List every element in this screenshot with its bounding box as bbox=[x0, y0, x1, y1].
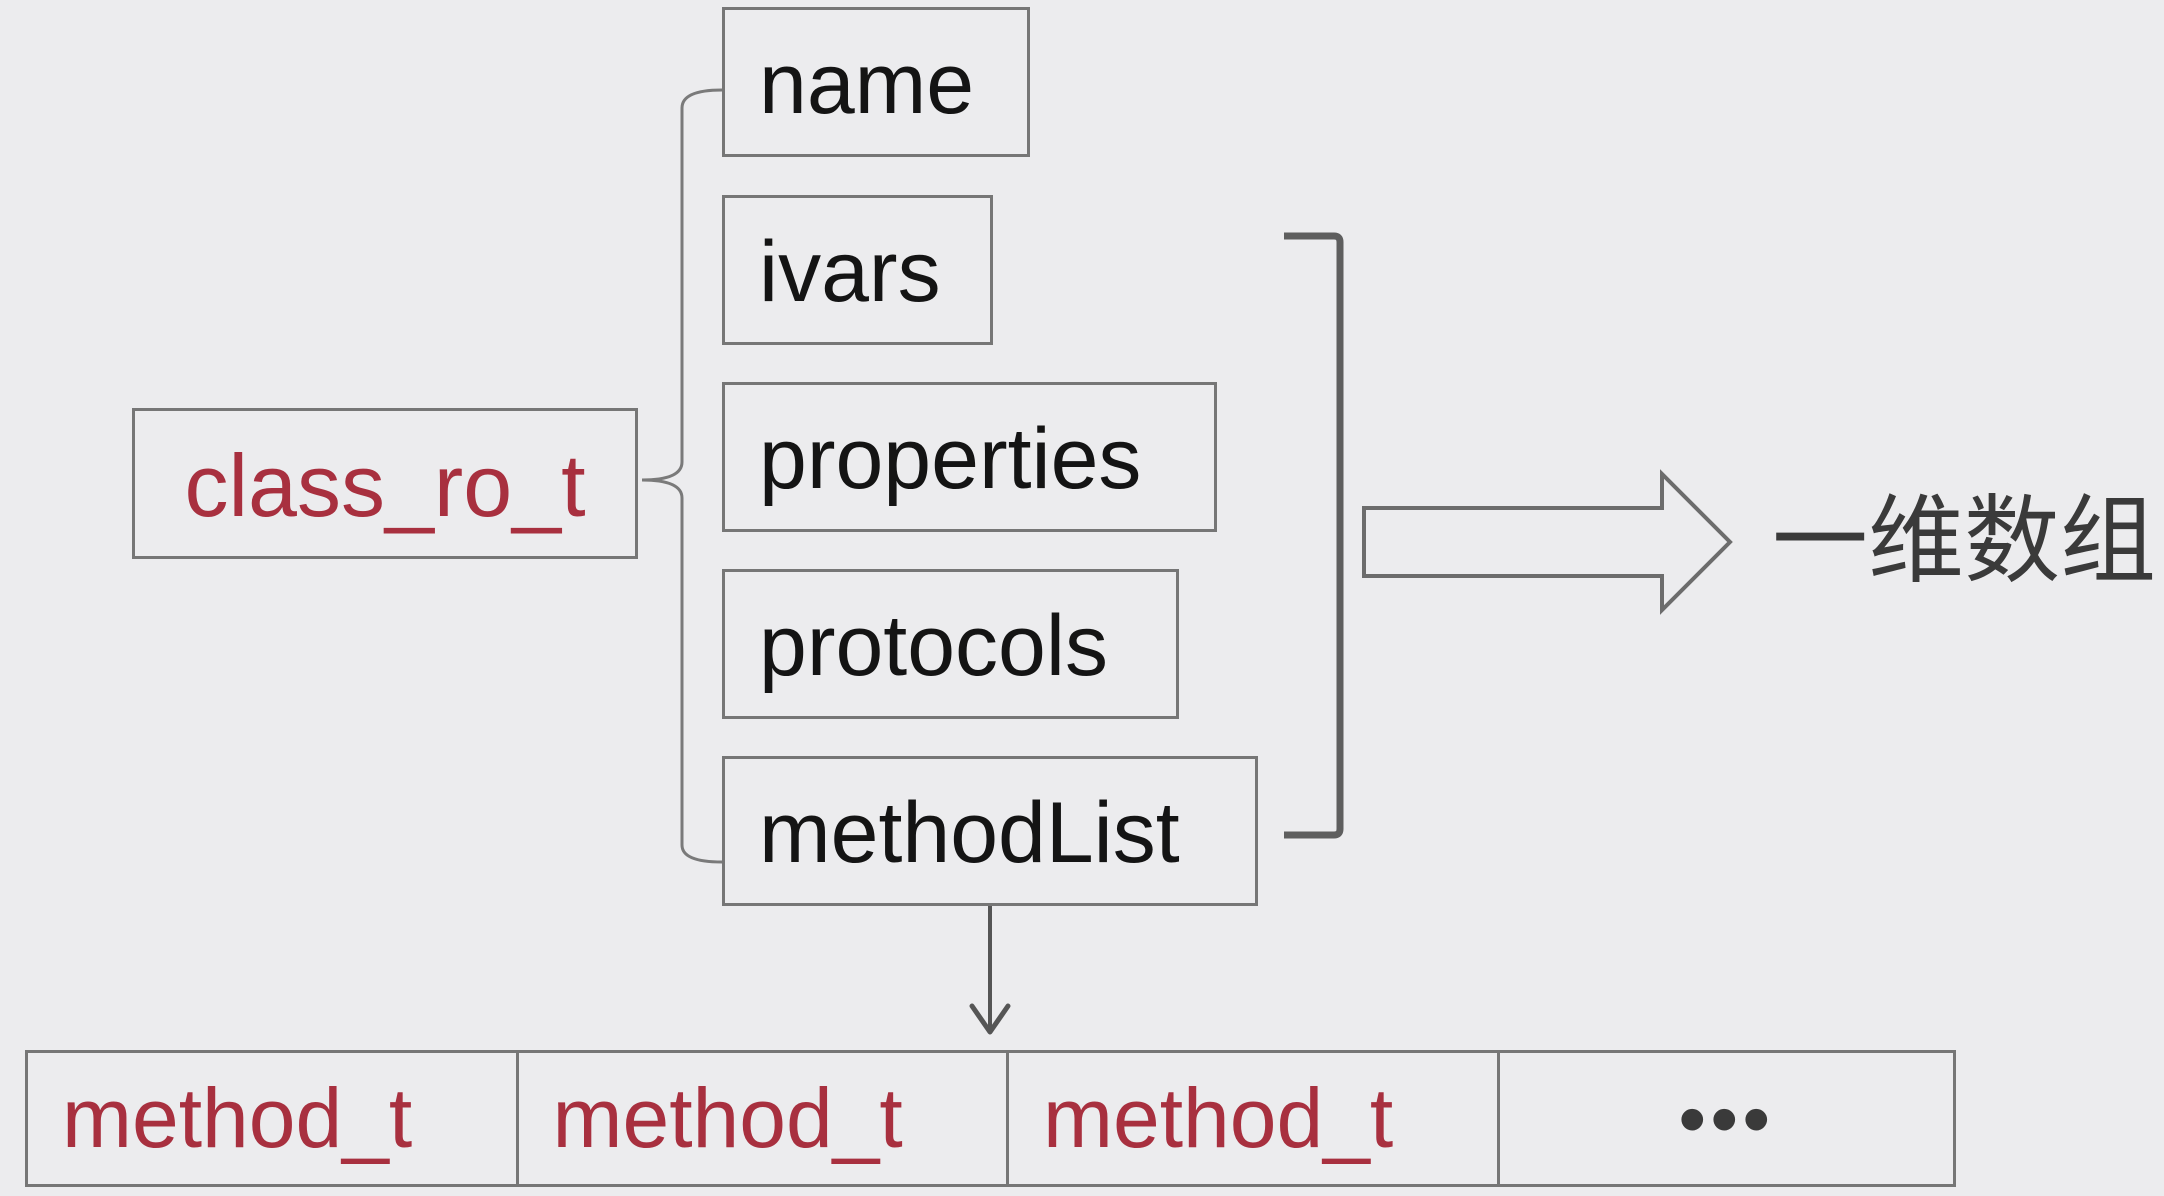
result-arrow bbox=[1362, 469, 1733, 615]
result-label: 一维数组 bbox=[1772, 485, 2156, 597]
method-list-down-arrowhead bbox=[969, 1003, 1011, 1035]
method-cell-2: method_t bbox=[519, 1053, 1009, 1184]
field-ivars-box: ivars bbox=[722, 195, 993, 345]
field-ivars-label: ivars bbox=[759, 223, 941, 320]
class-ro-t-box: class_ro_t bbox=[132, 408, 638, 559]
field-name-label: name bbox=[759, 35, 975, 132]
field-name-box: name bbox=[722, 7, 1030, 157]
field-methodlist-box: methodList bbox=[722, 756, 1258, 906]
field-protocols-label: protocols bbox=[759, 597, 1108, 694]
method-cell-3: method_t bbox=[1009, 1053, 1500, 1184]
field-methodlist-label: methodList bbox=[759, 784, 1180, 881]
field-protocols-box: protocols bbox=[722, 569, 1179, 719]
method-array-row: method_t method_t method_t ••• bbox=[25, 1050, 1956, 1187]
array-bracket bbox=[1284, 232, 1344, 839]
field-properties-box: properties bbox=[722, 382, 1217, 532]
field-properties-label: properties bbox=[759, 410, 1142, 507]
class-ro-t-label: class_ro_t bbox=[184, 435, 586, 535]
field-group-brace bbox=[641, 88, 723, 864]
method-cell-1: method_t bbox=[28, 1053, 519, 1184]
method-cell-ellipsis: ••• bbox=[1678, 1073, 1775, 1163]
